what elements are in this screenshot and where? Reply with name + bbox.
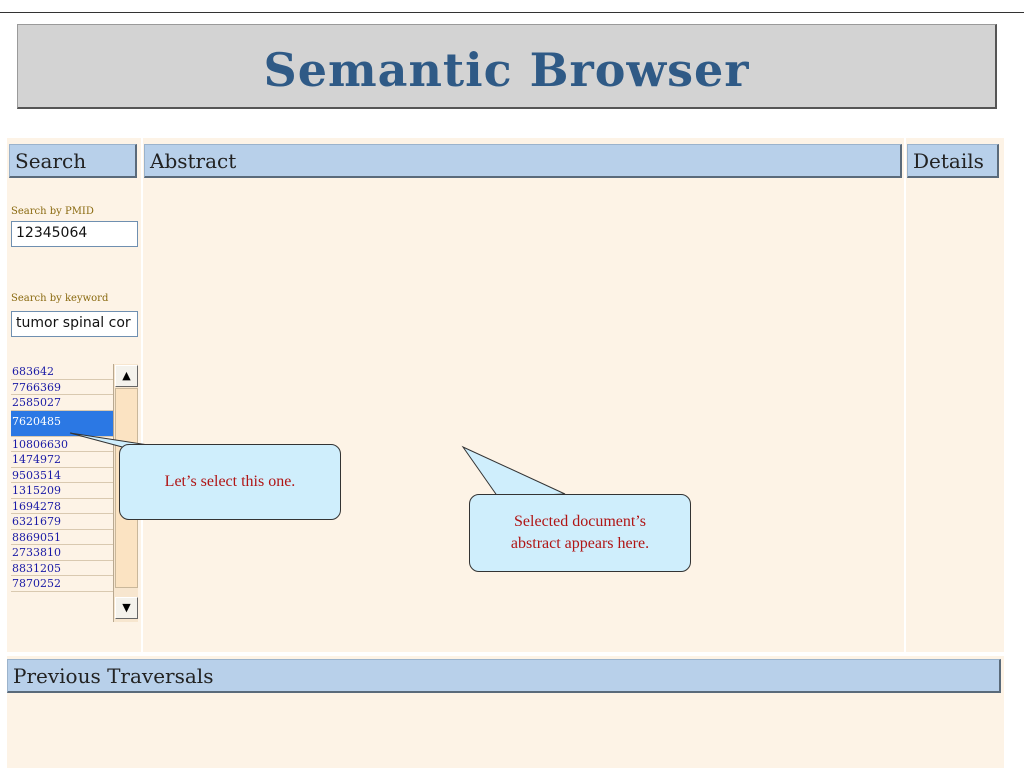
result-item[interactable]: 2585027 (11, 395, 113, 411)
result-item[interactable]: 8869051 (11, 530, 113, 545)
top-rule (0, 12, 1024, 13)
select-hint-callout: Let’s select this one. (119, 444, 341, 520)
keyword-label: Search by keyword (11, 293, 109, 304)
abstract-hint-callout: Selected document’s abstract appears her… (469, 494, 691, 572)
result-item[interactable]: 8831205 (11, 561, 113, 576)
pmid-input[interactable]: 12345064 (11, 221, 138, 247)
result-item-selected[interactable]: 7620485 (11, 410, 113, 437)
abstract-hint-line2: abstract appears here. (510, 535, 650, 552)
scroll-down-icon[interactable]: ▼ (115, 597, 138, 619)
scroll-up-icon[interactable]: ▲ (115, 365, 138, 387)
result-item[interactable]: 1315209 (11, 483, 113, 499)
result-item[interactable]: 1474972 (11, 452, 113, 468)
result-item[interactable]: 7870252 (11, 576, 113, 592)
search-header: Search (9, 144, 137, 178)
abstract-hint-line1: Selected document’s (514, 513, 646, 530)
result-item[interactable]: 9503514 (11, 468, 113, 483)
result-item[interactable]: 2733810 (11, 545, 113, 561)
select-hint-text: Let’s select this one. (164, 473, 296, 490)
keyword-input[interactable]: tumor spinal cor (11, 311, 138, 337)
title-banner: Semantic Browser (17, 24, 997, 109)
result-item[interactable]: 7766369 (11, 380, 113, 395)
result-item[interactable]: 1694278 (11, 499, 113, 514)
abstract-header: Abstract (144, 144, 902, 178)
main-area (7, 138, 1004, 652)
result-item[interactable]: 683642 (11, 364, 113, 380)
column-divider-left (141, 138, 143, 652)
traversals-header: Previous Traversals (7, 659, 1001, 693)
column-divider-right (904, 138, 906, 652)
pmid-label: Search by PMID (11, 206, 94, 217)
app-title: Semantic Browser (263, 43, 750, 97)
details-header: Details (907, 144, 999, 178)
result-item[interactable]: 10806630 (11, 437, 113, 452)
result-item[interactable]: 6321679 (11, 514, 113, 530)
